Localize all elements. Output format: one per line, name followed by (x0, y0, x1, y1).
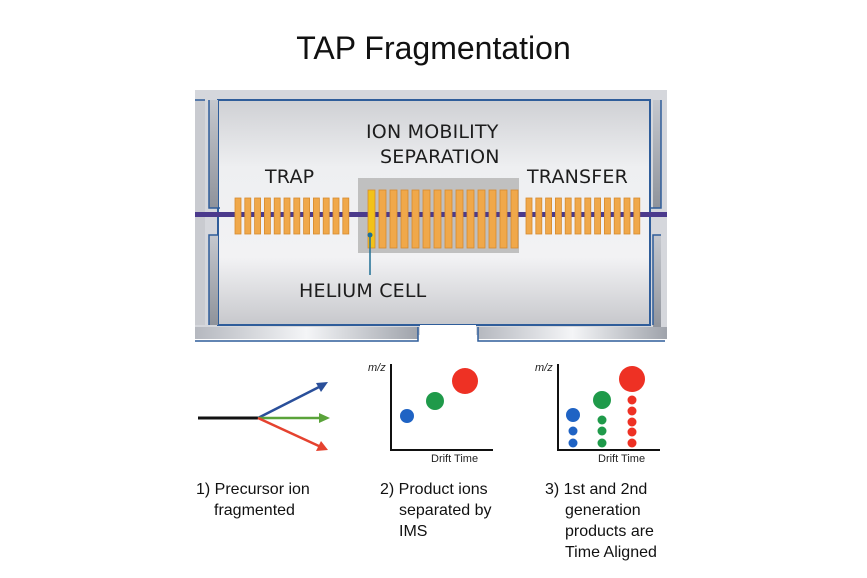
ion-beam (195, 212, 667, 217)
trap-electrode (313, 197, 320, 235)
step2-caption: 2) Product ions separated by IMS (380, 481, 492, 540)
trap-electrode (342, 197, 350, 235)
ims-electrode (510, 189, 519, 249)
ims-electrode (488, 189, 497, 249)
ims-electrode (477, 189, 486, 249)
transfer-electrode (613, 197, 621, 235)
transfer-electrode (525, 197, 533, 235)
ims-electrode (400, 189, 409, 249)
chart3-time-aligned (552, 362, 662, 457)
chart2-y-axis-label: m/z (368, 362, 386, 374)
chart2-ims-separation (385, 362, 495, 457)
trap-electrode (293, 197, 301, 235)
trap-electrode (244, 197, 252, 235)
ims-label-line2: SEPARATION (380, 146, 500, 168)
ims-electrode (455, 189, 464, 249)
chart2-x-axis-label: Drift Time (431, 453, 479, 465)
trap-electrode (273, 197, 281, 235)
blue-arrow-head (316, 382, 328, 392)
ims-electrode (422, 189, 431, 249)
transfer-electrode (564, 197, 572, 235)
transfer-electrode (584, 197, 592, 235)
blue-product-ion (400, 409, 414, 423)
transfer-electrode (594, 197, 602, 235)
green-product-ion (426, 392, 444, 410)
transfer-electrode (603, 197, 611, 235)
trap-label: TRAP (265, 166, 315, 188)
helium-cell-label: HELIUM CELL (299, 280, 427, 302)
trap-electrode (303, 197, 310, 235)
step1-caption: 1) Precursor ion fragmented (196, 481, 310, 519)
ims-electrode (378, 189, 387, 249)
transfer-label: TRANSFER (527, 166, 629, 188)
trap-electrode (254, 197, 261, 235)
trap-electrode (264, 197, 271, 235)
red-arrow-head (316, 441, 328, 451)
precursor-fragmentation-graphic (195, 375, 335, 455)
ims-electrode (499, 189, 508, 249)
transfer-electrode (623, 197, 631, 235)
chart3-y-axis-label: m/z (535, 362, 553, 374)
green-arrow-head (319, 413, 330, 423)
helium-cell (367, 189, 376, 249)
transfer-electrode (554, 197, 562, 235)
page-title: TAP Fragmentation (296, 30, 571, 66)
trap-electrode (283, 197, 291, 235)
transfer-electrode (633, 197, 641, 235)
trap-electrode (332, 197, 340, 235)
ims-electrode (411, 189, 420, 249)
step3-caption: 3) 1st and 2nd generation products are T… (545, 481, 657, 561)
transfer-electrode (574, 197, 582, 235)
instrument-diagram: TRAP ION MOBILITY SEPARATION TRANSFER HE… (195, 90, 667, 355)
ims-electrode (433, 189, 442, 249)
ims-electrode (466, 189, 475, 249)
trap-electrode (234, 197, 242, 235)
transfer-electrode (535, 197, 543, 235)
ims-electrode (389, 189, 398, 249)
ims-label-line1: ION MOBILITY (366, 121, 499, 143)
chart3-x-axis-label: Drift Time (598, 453, 646, 465)
trap-electrode (322, 197, 330, 235)
red-product-ion (452, 368, 478, 394)
ims-electrode (444, 189, 453, 249)
instrument-graphic (195, 90, 667, 355)
transfer-electrode (545, 197, 553, 235)
